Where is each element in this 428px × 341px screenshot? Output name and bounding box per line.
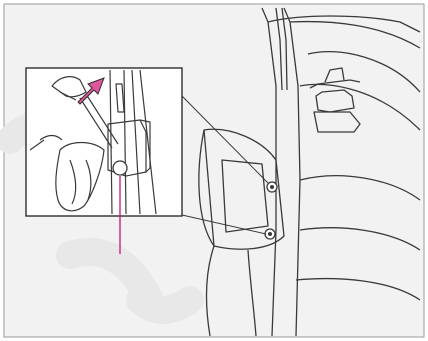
inset-hole-icon: [113, 161, 127, 175]
detail-inset: [26, 68, 182, 216]
